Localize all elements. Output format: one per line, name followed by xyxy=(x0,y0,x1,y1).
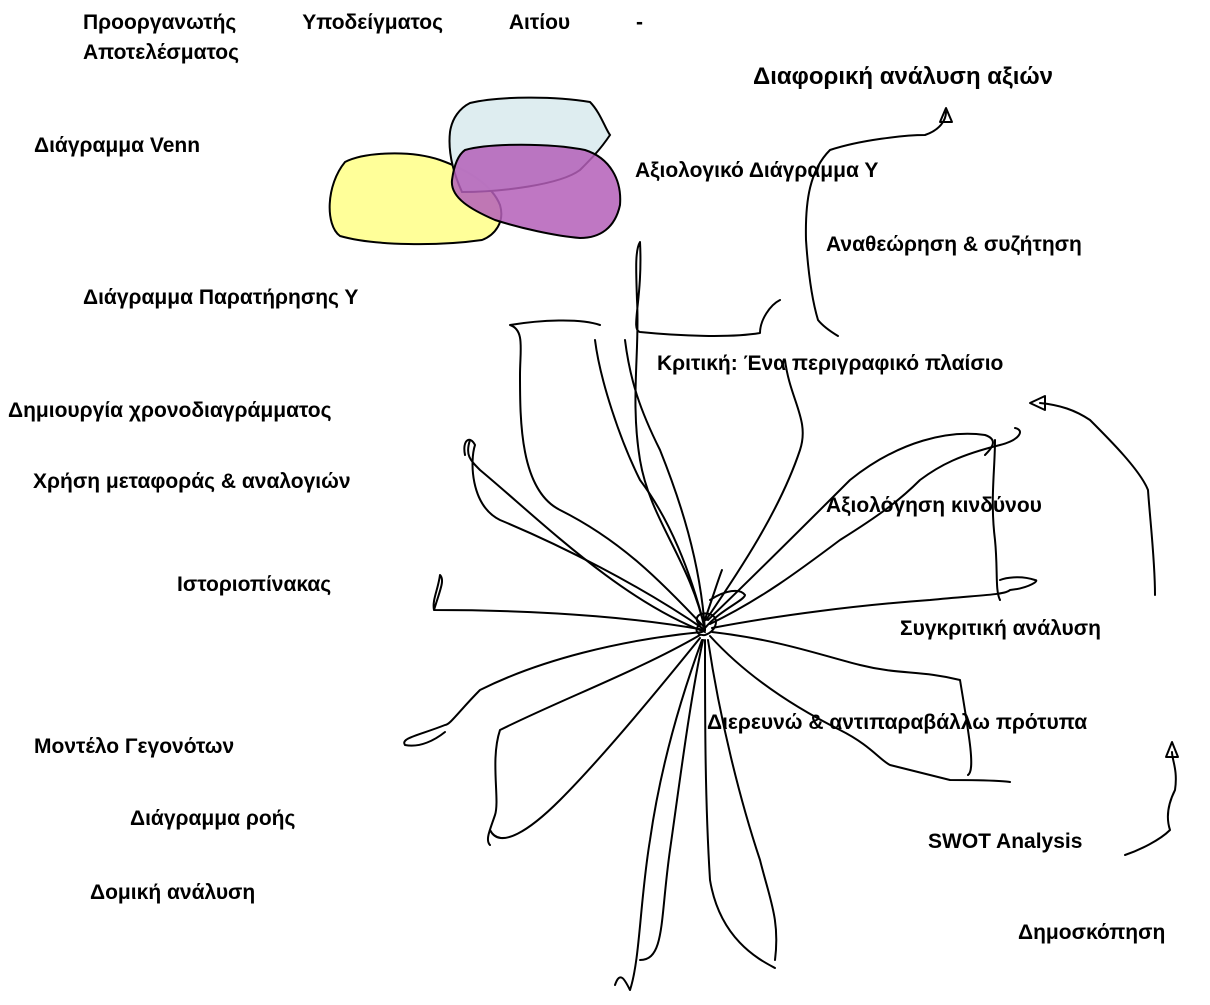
label-kritiki: Κριτική: Ένα περιγραφικό πλαίσιο xyxy=(657,352,1004,375)
title-word-3: Αιτίου xyxy=(508,11,571,34)
label-istoriopinakas: Ιστοριοπίνακας xyxy=(177,573,332,596)
title-line-2: Αποτελέσματος xyxy=(83,41,240,64)
label-metafora: Χρήση μεταφοράς & αναλογιών xyxy=(33,470,351,493)
label-axiologiko: Αξιολογικό Διάγραμμα Υ xyxy=(635,159,879,182)
title-line-1: Προοργανωτής Υποδείγματος Αιτίου - xyxy=(83,10,643,35)
label-dimoskopisi: Δημοσκόπηση xyxy=(1018,921,1166,944)
label-xronodiagramma: Δημιουργία χρονοδιαγράμματος xyxy=(8,399,332,422)
label-domiki: Δομική ανάλυση xyxy=(90,881,256,904)
label-diaforiki: Διαφορική ανάλυση αξιών xyxy=(753,63,1054,90)
web-lines xyxy=(403,241,1038,991)
label-swot: SWOT Analysis xyxy=(928,830,1083,853)
label-kindynos: Αξιολόγηση κινδύνου xyxy=(826,494,1042,517)
label-sygkritiki: Συγκριτική ανάλυση xyxy=(900,617,1101,640)
label-paratirisis: Διάγραμμα Παρατήρησης Υ xyxy=(83,286,359,309)
venn-purple-shape xyxy=(450,143,622,240)
title-word-4: - xyxy=(636,11,643,34)
label-dierevno: Διερευνώ & αντιπαραβάλλω πρότυπα xyxy=(707,711,1088,734)
label-gegonota: Μοντέλο Γεγονότων xyxy=(34,735,235,758)
label-anatheorisi: Αναθεώρηση & συζήτηση xyxy=(826,233,1082,256)
title-word-2: Υποδείγματος xyxy=(302,11,444,34)
label-venn: Διάγραμμα Venn xyxy=(34,134,201,157)
arrows xyxy=(804,107,1179,856)
label-roi: Διάγραμμα ροής xyxy=(130,807,296,830)
title-word-1: Προοργανωτής xyxy=(83,11,237,34)
